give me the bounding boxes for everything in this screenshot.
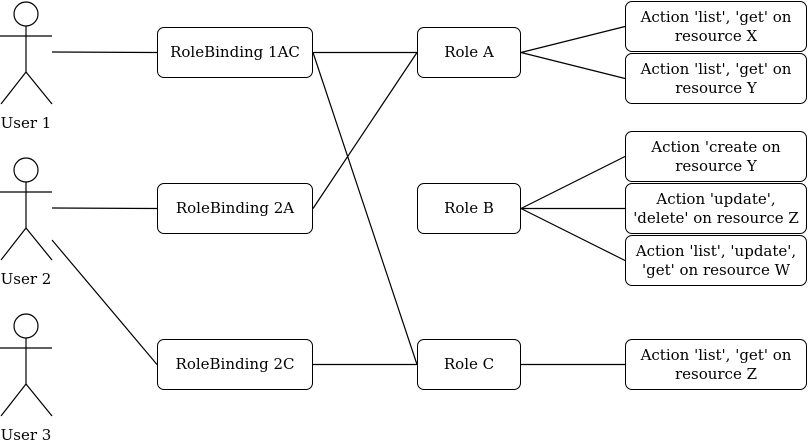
actor-left-leg (0, 71, 27, 105)
actor-left-leg (0, 383, 27, 417)
action-resource-z-write[interactable]: Action 'update', 'delete' on resource Z (625, 183, 807, 234)
edge-roleB-actY2 (520, 155, 626, 210)
actor-head (13, 1, 39, 27)
action-resource-w[interactable]: Action 'list', 'update', 'get' on resour… (625, 235, 807, 286)
user-3-icon (0, 313, 53, 417)
edge-user2-rb2c (51, 239, 158, 365)
user-3-label: User 3 (0, 426, 52, 444)
action-resource-y-create[interactable]: Action 'create on resource Y (625, 131, 807, 182)
rolebinding-1ac[interactable]: RoleBinding 1AC (157, 27, 313, 78)
role-a[interactable]: Role A (417, 27, 521, 78)
actor-right-leg (25, 227, 53, 261)
edge-user1-rb1ac (51, 51, 158, 54)
edge-user2-rb2a (51, 207, 158, 210)
rolebinding-2c[interactable]: RoleBinding 2C (157, 339, 313, 390)
edge-roleA-actY1 (520, 51, 626, 80)
actor-right-leg (25, 383, 53, 417)
role-b[interactable]: Role B (417, 183, 521, 234)
user-1-label: User 1 (0, 114, 52, 132)
actor-head (13, 157, 39, 183)
actor-head (13, 313, 39, 339)
rolebinding-2a[interactable]: RoleBinding 2A (157, 183, 313, 234)
action-resource-x[interactable]: Action 'list', 'get' on resource X (625, 1, 807, 52)
user-2-icon (0, 157, 53, 261)
user-1-icon (0, 1, 53, 105)
user-2-label: User 2 (0, 270, 52, 288)
actor-right-leg (25, 71, 53, 105)
edge-roleB-actW (520, 207, 626, 262)
edge-rb1ac-roleC (312, 52, 418, 365)
edge-rb2a-roleA (312, 52, 418, 209)
edge-roleA-actX (520, 25, 626, 54)
role-c[interactable]: Role C (417, 339, 521, 390)
action-resource-z-read[interactable]: Action 'list', 'get' on resource Z (625, 339, 807, 390)
action-resource-y-read[interactable]: Action 'list', 'get' on resource Y (625, 53, 807, 104)
actor-left-leg (0, 227, 27, 261)
